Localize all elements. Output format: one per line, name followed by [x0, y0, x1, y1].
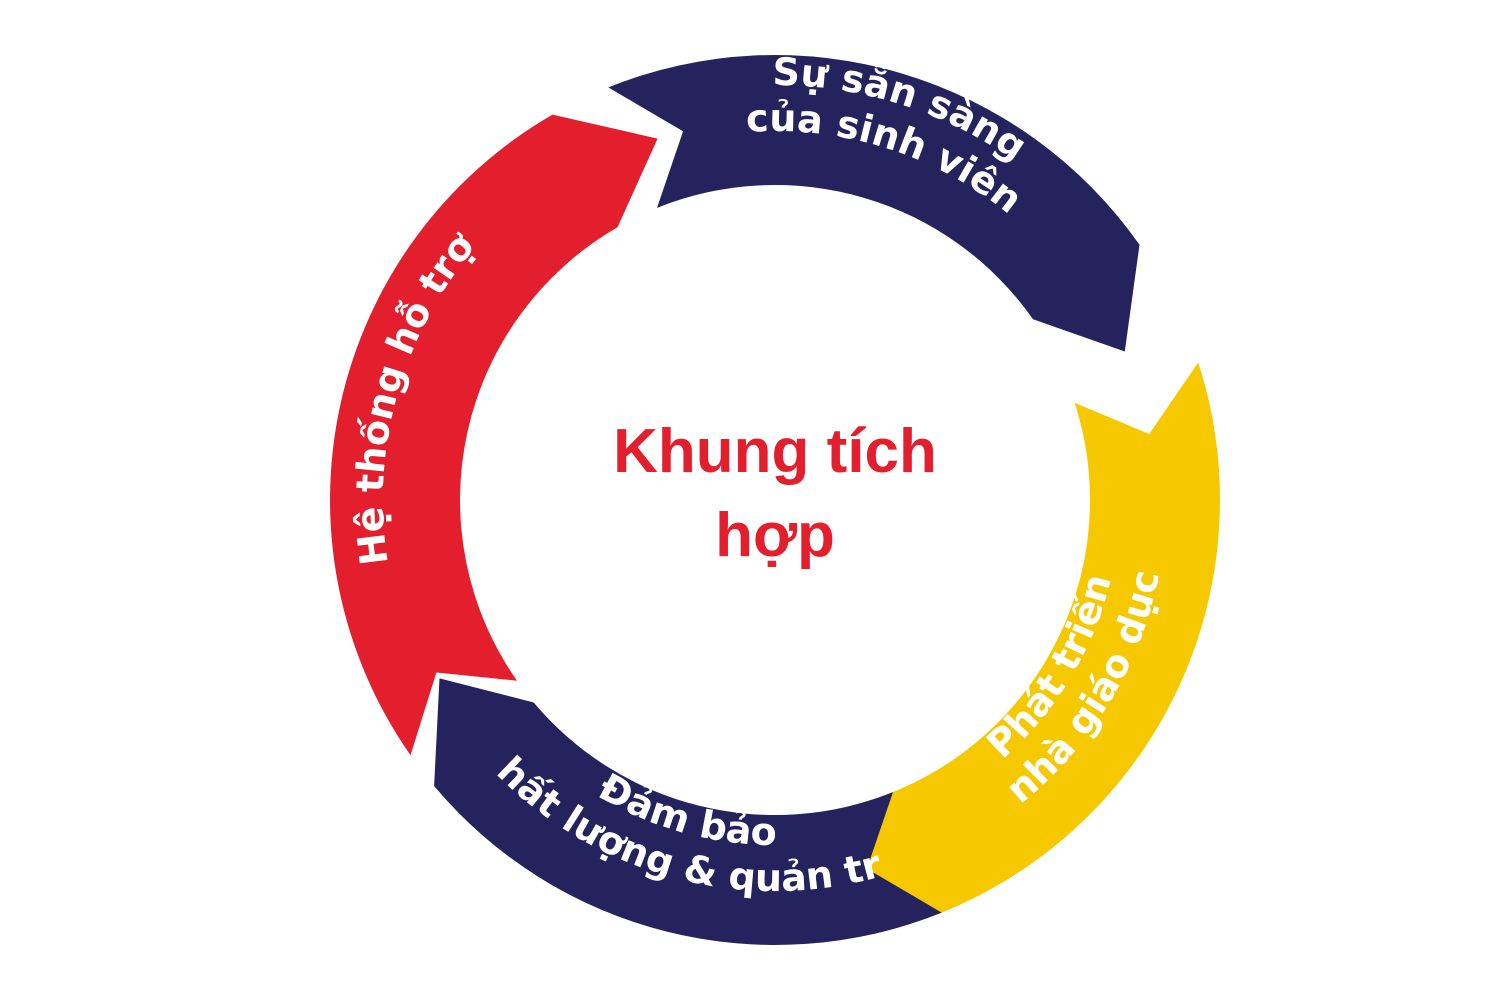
- center-title-line-1: Khung tích: [613, 417, 937, 486]
- center-title-line-2: hợp: [715, 501, 835, 570]
- segment-support-system: [330, 114, 658, 756]
- segment-student-readiness: [608, 55, 1140, 352]
- segment-quality-governance: [434, 678, 942, 945]
- segment-educator-development: [761, 362, 1220, 939]
- center-title: Khung tích hợp: [545, 410, 1005, 578]
